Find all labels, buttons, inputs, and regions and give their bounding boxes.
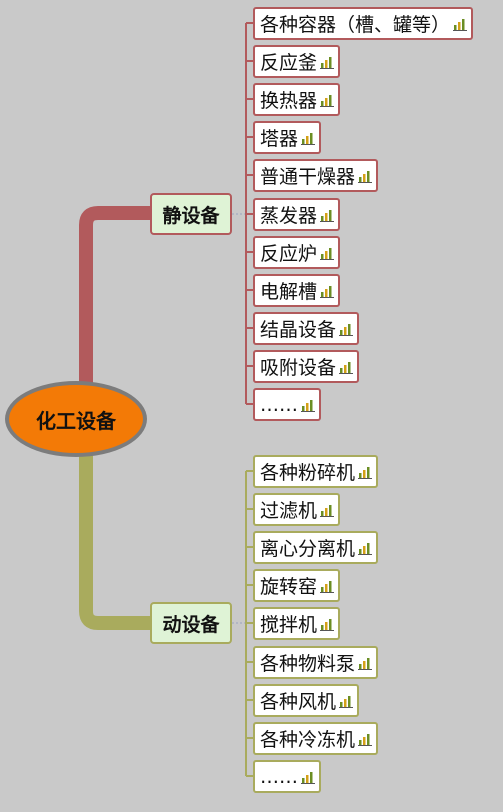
branch-label: 静设备 <box>162 204 220 227</box>
leaf-node[interactable]: 旋转窑 <box>253 569 341 602</box>
leaf-node[interactable]: 普通干燥器 <box>253 159 379 192</box>
leaf-label: 结晶设备 <box>260 319 337 341</box>
chart-icon[interactable] <box>320 246 335 260</box>
branch-label: 动设备 <box>162 613 220 636</box>
leaf-label: 各种容器（槽、罐等） <box>260 14 451 36</box>
leaf-node[interactable]: …… <box>253 760 321 793</box>
trunk-static <box>79 206 157 391</box>
chart-icon[interactable] <box>320 503 335 517</box>
leaf-node[interactable]: 过滤机 <box>253 493 341 526</box>
chart-icon[interactable] <box>320 93 335 107</box>
leaf-label: …… <box>260 393 298 416</box>
leaf-label: 普通干燥器 <box>260 166 356 188</box>
leaf-label: 过滤机 <box>260 500 318 522</box>
leaf-label: 吸附设备 <box>260 357 337 379</box>
chart-icon[interactable] <box>339 694 354 708</box>
leaf-node[interactable]: 各种粉碎机 <box>253 455 379 488</box>
leaf-node[interactable]: 蒸发器 <box>253 198 341 231</box>
leaf-node[interactable]: 电解槽 <box>253 274 341 307</box>
chart-icon[interactable] <box>358 465 373 479</box>
leaf-node[interactable]: 离心分离机 <box>253 531 379 564</box>
leaf-node[interactable]: 各种物料泵 <box>253 646 379 679</box>
chart-icon[interactable] <box>320 284 335 298</box>
leaf-label: 各种冷冻机 <box>260 729 356 751</box>
leaf-label: …… <box>260 765 298 788</box>
leaf-node[interactable]: 各种冷冻机 <box>253 722 379 755</box>
leaf-label: 塔器 <box>260 128 299 150</box>
leaf-label: 换热器 <box>260 90 318 112</box>
leaf-node[interactable]: 换热器 <box>253 83 341 116</box>
chart-icon[interactable] <box>453 17 468 31</box>
leaf-node[interactable]: 吸附设备 <box>253 350 360 383</box>
chart-icon[interactable] <box>320 208 335 222</box>
leaf-label: 蒸发器 <box>260 205 318 227</box>
chart-icon[interactable] <box>320 579 335 593</box>
branch-node-static-equipment[interactable]: 静设备 <box>150 193 232 235</box>
chart-icon[interactable] <box>339 322 354 336</box>
leaf-node[interactable]: 反应釜 <box>253 45 341 78</box>
chart-icon[interactable] <box>358 656 373 670</box>
chart-icon[interactable] <box>358 169 373 183</box>
leaf-label: 反应炉 <box>260 243 318 265</box>
leaf-node[interactable]: 结晶设备 <box>253 312 360 345</box>
leaf-label: 各种粉碎机 <box>260 462 356 484</box>
leaf-node[interactable]: 搅拌机 <box>253 607 341 640</box>
leaf-label: 搅拌机 <box>260 614 318 636</box>
chart-icon[interactable] <box>320 55 335 69</box>
leaf-label: 反应釜 <box>260 52 318 74</box>
chart-icon[interactable] <box>301 131 316 145</box>
chart-icon[interactable] <box>358 541 373 555</box>
leaf-label: 离心分离机 <box>260 538 356 560</box>
leaf-node[interactable]: 各种容器（槽、罐等） <box>253 7 474 40</box>
leaf-label: 各种物料泵 <box>260 653 356 675</box>
leaf-node[interactable]: 塔器 <box>253 121 322 154</box>
chart-icon[interactable] <box>358 732 373 746</box>
leaf-label: 旋转窑 <box>260 576 318 598</box>
root-node[interactable]: 化工设备 <box>5 381 147 457</box>
leaf-node[interactable]: …… <box>253 388 321 421</box>
chart-icon[interactable] <box>320 617 335 631</box>
root-label: 化工设备 <box>36 408 116 433</box>
leaf-label: 各种风机 <box>260 691 337 713</box>
leaf-node[interactable]: 反应炉 <box>253 236 341 269</box>
leaf-node[interactable]: 各种风机 <box>253 684 360 717</box>
branch-node-dynamic-equipment[interactable]: 动设备 <box>150 602 232 644</box>
chart-icon[interactable] <box>301 398 315 412</box>
trunk-dynamic <box>79 445 157 630</box>
chart-icon[interactable] <box>301 770 315 784</box>
chart-icon[interactable] <box>339 360 354 374</box>
leaf-label: 电解槽 <box>260 281 318 303</box>
